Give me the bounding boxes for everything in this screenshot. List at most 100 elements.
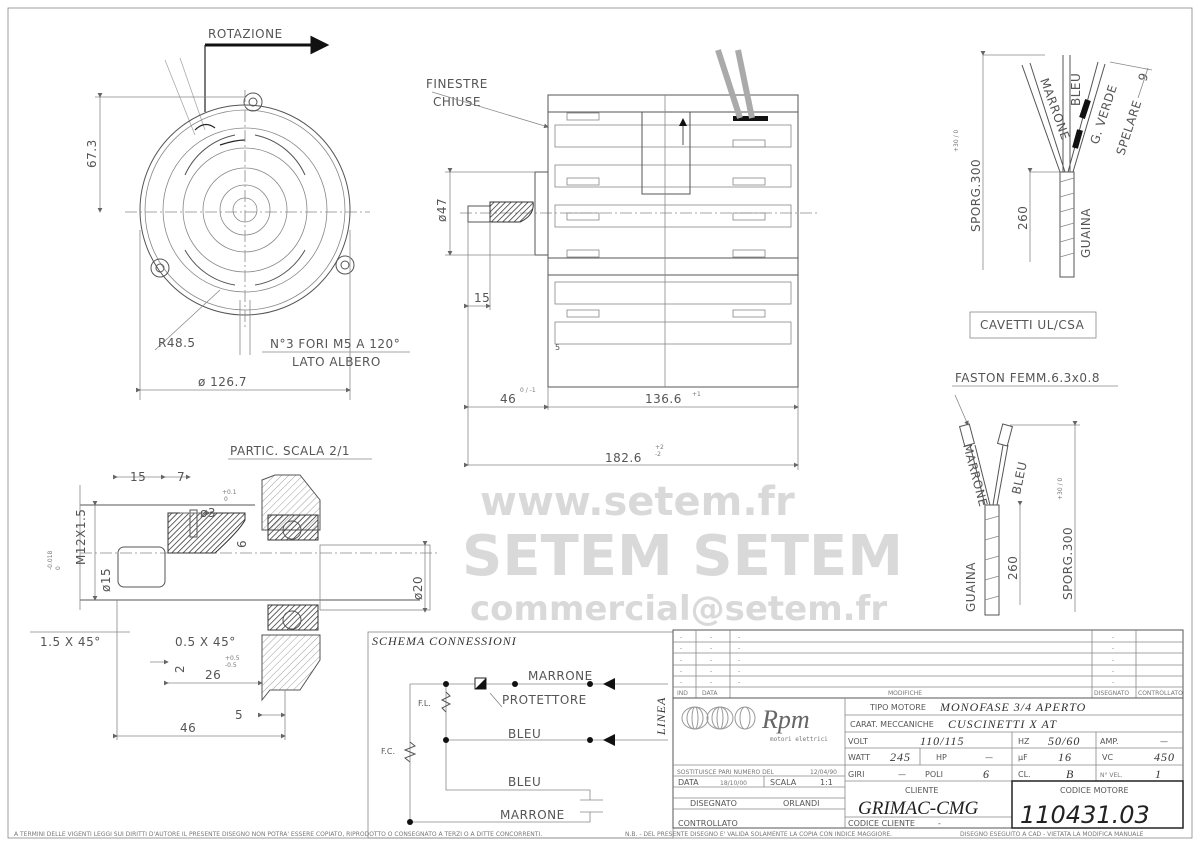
revision-cell-ind: - [680, 634, 682, 641]
wire-marrone-2: MARRONE [960, 442, 990, 508]
sostituisce: 12/04/90 [810, 769, 837, 776]
side-view: FINESTRE CHIUSE ø47 [426, 49, 820, 470]
codice-cliente-label: CODICE CLIENTE [848, 819, 915, 828]
revision-cell-ind: - [680, 680, 682, 687]
controllato-label: CONTROLLATO [678, 819, 738, 828]
schema-bleu-2: BLEU [508, 775, 541, 789]
shaft-side-label: LATO ALBERO [292, 355, 381, 369]
wire-bleu-2: BLEU [1009, 460, 1030, 495]
detail-dim-5: 5 [235, 708, 243, 722]
sheath-length: 260 [1016, 206, 1030, 230]
revision-cell-data: - [710, 680, 712, 687]
dim-diameter: ø 126.7 [198, 375, 247, 389]
dia-15-tol-down: -0.018 [47, 550, 54, 570]
footer-copyright: A TERMINI DELLE VIGENTI LEGGI SUI DIRITT… [14, 831, 542, 838]
tipo-motore: MONOFASE 3/4 APERTO [939, 700, 1086, 714]
dim-26-tol-up: +0.5 [225, 655, 240, 662]
header-disegnato: DISEGNATO [1094, 690, 1129, 697]
schema-linea: LINEA [654, 697, 668, 736]
logo-text: Rpm [761, 705, 810, 734]
detail-dim-26: 26 [205, 668, 221, 682]
revision-cell-modifica: - [738, 645, 740, 652]
watermark-url: www.setem.fr [480, 479, 795, 525]
revision-cell-ind: - [680, 668, 682, 675]
length-tolerance-2: +30 / 0 [1057, 478, 1064, 500]
watt: 245 [890, 750, 911, 764]
dim-136: 136.6 [645, 392, 682, 406]
codice-motore: 110431.03 [1020, 801, 1150, 829]
codice-cliente: - [938, 819, 941, 828]
scala: 1:1 [820, 778, 833, 787]
hz: 50/60 [1048, 734, 1080, 748]
tipo-motore-label: TIPO MOTORE [869, 703, 926, 712]
strip-label: SPELARE [1114, 98, 1145, 157]
disegnato-label: DISEGNATO [690, 799, 737, 808]
cable-note: CAVETTI UL/CSA [980, 318, 1085, 332]
watermark-brand: SETEM SETEM [462, 524, 903, 589]
wire-bleu: BLEU [1069, 73, 1083, 106]
cl: B [1066, 767, 1074, 781]
schema-title: SCHEMA CONNESSIONI [372, 634, 517, 648]
length-label-2: SPORG.300 [1061, 527, 1075, 600]
dia-15-tol-up: 0 [55, 566, 62, 570]
revision-cell-data: - [710, 645, 712, 652]
cl-label: CL. [1018, 770, 1031, 779]
dim-182-tol-up: +2 [655, 444, 664, 451]
detail-dim-46: 46 [180, 721, 196, 735]
detail-dim-6: 6 [235, 540, 249, 548]
dim-46: 46 [500, 392, 516, 406]
schema-fl: F.L. [418, 699, 431, 708]
revision-cell-ind: - [680, 645, 682, 652]
detail-view: PARTIC. SCALA 2/1 ø15 0 -0.018 M12X1.5 1… [30, 444, 440, 740]
dim-136-tolerance: +1 [692, 391, 701, 398]
windows-note-2: CHIUSE [433, 95, 481, 109]
watt-label: WATT [848, 753, 870, 762]
vel-label: N° VEL. [1100, 772, 1123, 779]
rotation-arrow-icon [205, 35, 330, 55]
detail-dim-2: 2 [173, 665, 187, 673]
volt: 110/115 [920, 734, 965, 748]
header-ind: IND [677, 690, 688, 697]
revision-cell-data: - [710, 634, 712, 641]
rotation-label: ROTAZIONE [208, 27, 283, 41]
revision-cell-disegnato: - [1112, 634, 1114, 641]
giri: — [898, 770, 906, 779]
revision-cell-disegnato: - [1112, 657, 1114, 664]
hz-label: HZ [1018, 737, 1030, 746]
sheath-label: GUAINA [1079, 208, 1093, 258]
scala-label: SCALA [770, 778, 797, 787]
detail-dia-20: ø20 [411, 576, 425, 600]
length-label: SPORG.300 [969, 159, 983, 232]
wiring-schema: SCHEMA CONNESSIONI MARRONE PROTETTORE BL… [367, 631, 674, 839]
revision-cell-modifica: - [738, 668, 740, 675]
dia-15: ø15 [99, 568, 113, 592]
hp: — [985, 753, 993, 762]
vc: 450 [1154, 750, 1175, 764]
poli: 6 [983, 767, 990, 781]
amp: — [1160, 737, 1168, 746]
thread-label: M12X1.5 [74, 509, 88, 565]
cliente-label: CLIENTE [905, 786, 938, 795]
revision-cell-modifica: - [738, 634, 740, 641]
carat: CUSCINETTI X AT [948, 717, 1057, 731]
header-data: DATA [702, 690, 718, 697]
footer: A TERMINI DELLE VIGENTI LEGGI SUI DIRITT… [14, 831, 1144, 838]
sostituisce-label: SOSTITUISCE PARI NUMERO DEL [677, 769, 775, 776]
dim-5: 5 [555, 343, 560, 352]
volt-label: VOLT [848, 737, 868, 746]
detail-dim-3: ø3 [200, 506, 216, 520]
dim-3-tol-up: +0.1 [222, 489, 237, 496]
codice-motore-label: CODICE MOTORE [1060, 786, 1129, 795]
vc-label: VC [1102, 753, 1113, 762]
giri-label: GIRI [848, 770, 864, 779]
title-block: Rpm motori elettrici TIPO MOTORE MONOFAS… [672, 697, 1184, 829]
dim-radius: R48.5 [158, 336, 196, 350]
schema-bleu-1: BLEU [508, 727, 541, 741]
holes-note: N°3 FORI M5 A 120° [270, 337, 400, 351]
detail-dim-7: 7 [177, 470, 185, 484]
sheath-length-2: 260 [1006, 556, 1020, 580]
dim-182-tol-down: -2 [655, 451, 661, 458]
schema-marrone-top: MARRONE [528, 669, 593, 683]
schema-protector: PROTETTORE [502, 693, 587, 707]
revision-cell-disegnato: - [1112, 668, 1114, 675]
